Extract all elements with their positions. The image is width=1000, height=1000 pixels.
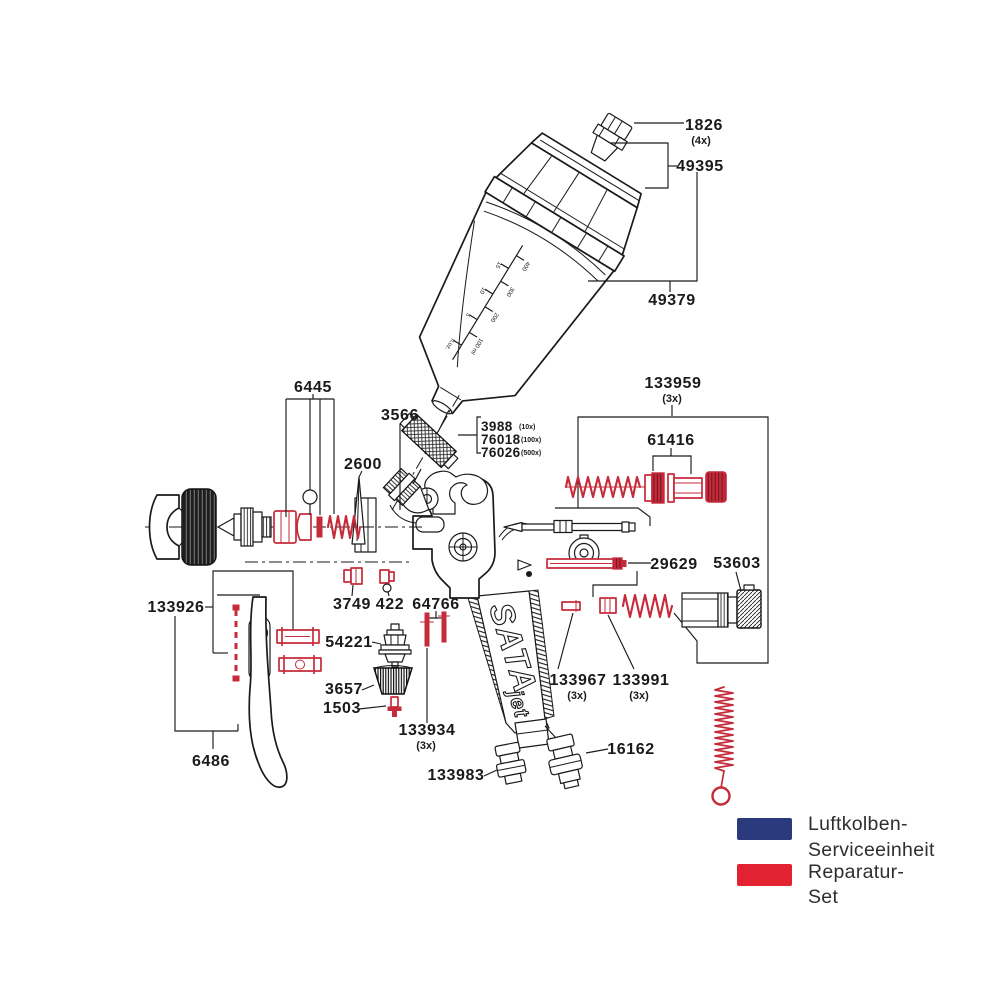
seal-ring xyxy=(302,489,318,505)
part-qty-76026: (500x) xyxy=(521,450,541,457)
scale-label: 10 xyxy=(478,286,487,295)
legend: Luftkolben- Serviceeinheit Reparatur- Se… xyxy=(737,813,935,908)
scale-label: 200 xyxy=(488,311,499,323)
part-qty-1826: (4x) xyxy=(691,135,711,147)
part-label-2600: 2600 xyxy=(344,456,382,473)
part-label-61416: 61416 xyxy=(647,432,695,449)
trigger xyxy=(248,596,288,788)
part-label-76026: 76026 xyxy=(481,445,521,460)
air-inlet-fitting xyxy=(546,733,583,790)
bearing-screw xyxy=(278,657,322,672)
part-qty-133991: (3x) xyxy=(629,690,649,702)
swivel-elbow xyxy=(382,467,430,524)
spring-pin xyxy=(387,696,402,717)
part-label-49395: 49395 xyxy=(676,158,724,175)
part-label-49379: 49379 xyxy=(648,292,696,309)
part-label-133991: 133991 xyxy=(613,672,670,689)
part-label-6486: 6486 xyxy=(192,753,230,770)
cup-lid xyxy=(484,132,642,273)
cup-labels: 1826 (4x) 49395 49379 xyxy=(588,117,724,309)
part-label-133926: 133926 xyxy=(148,599,205,616)
part-qty-3988: (10x) xyxy=(519,424,535,431)
scale-label: 300 xyxy=(504,286,515,298)
scale-label: 15 xyxy=(493,260,502,269)
label-61416-group: 61416 xyxy=(647,432,695,474)
part-label-29629: 29629 xyxy=(650,556,698,573)
part-label-53603: 53603 xyxy=(713,555,761,572)
air-connection-slot xyxy=(415,516,445,533)
scale-label: 5 xyxy=(464,311,471,318)
part-label-133983: 133983 xyxy=(428,767,485,784)
hose-fitting-small xyxy=(494,741,527,785)
part-label-3657: 3657 xyxy=(325,681,363,698)
label-133959-group: 133959 (3x) xyxy=(555,375,769,664)
filter-refill-labels: 3988 (10x) 76018 (100x) 76026 (500x) xyxy=(458,416,541,460)
paint-filter xyxy=(399,409,459,485)
cup-hook xyxy=(424,470,489,515)
legend-label-luftkolben-line2: Serviceeinheit xyxy=(808,839,935,861)
knurled-knob xyxy=(372,667,414,695)
part-label-3566: 3566 xyxy=(381,407,419,424)
air-piston-housing: 53603 xyxy=(681,555,762,629)
legend-label-luftkolben-line1: Luftkolben- xyxy=(808,813,908,835)
packing-screw xyxy=(378,623,412,672)
trigger-stud xyxy=(517,559,532,571)
paint-needle xyxy=(503,519,636,534)
legend-label-reparatur-line1: Reparatur- xyxy=(808,861,904,883)
scale-label: 400 xyxy=(520,260,531,272)
legend-swatch-reparatur xyxy=(737,864,792,886)
trigger-group: 6486 xyxy=(174,596,288,788)
air-piston-service-parts xyxy=(564,471,727,504)
scale-label: fl.oz. xyxy=(443,337,455,351)
part-qty-133934: (3x) xyxy=(416,740,436,752)
stud-dot xyxy=(526,571,532,577)
part-qty-76018: (100x) xyxy=(521,437,541,444)
legend-label-reparatur-line2: Set xyxy=(808,886,838,908)
part-label-76018: 76018 xyxy=(481,432,521,447)
part-label-133934: 133934 xyxy=(399,722,456,739)
part-label-64766: 64766 xyxy=(412,596,460,613)
cup-body: 400 300 200 100 ml 15 10 5 fl.oz. xyxy=(418,191,615,415)
part-label-6445: 6445 xyxy=(294,379,332,396)
part-qty-133967: (3x) xyxy=(567,690,587,702)
handle-outline xyxy=(476,590,550,734)
air-cap-ring xyxy=(181,488,217,566)
trigger-bearing-group: 133926 xyxy=(148,570,322,682)
paint-cup-assembly: 400 300 200 100 ml 15 10 5 fl.oz. xyxy=(418,112,642,415)
part-label-422: 422 xyxy=(376,596,405,613)
part-label-133967: 133967 xyxy=(550,672,607,689)
small-fittings-row: 3749 422 64766 xyxy=(245,561,460,647)
fluid-nozzle xyxy=(217,507,272,547)
part-label-3988: 3988 xyxy=(481,419,513,434)
part-qty-133959: (3x) xyxy=(662,393,682,405)
repair-set-row: 133967 (3x) 133991 (3x) xyxy=(550,593,674,702)
part-label-3749: 3749 xyxy=(333,596,371,613)
nozzle-seal-set xyxy=(273,510,362,544)
legend-swatch-luftkolben xyxy=(737,818,792,840)
air-cap xyxy=(148,494,187,560)
part-label-54221: 54221 xyxy=(325,634,373,651)
fluid-adjust-group: 54221 3657 1503 133934 (3x) xyxy=(323,623,456,752)
part-label-1503: 1503 xyxy=(323,700,361,717)
part-label-16162: 16162 xyxy=(607,741,655,758)
part-label-133959: 133959 xyxy=(645,375,702,392)
vent-cap xyxy=(590,112,633,162)
part-label-1826: 1826 xyxy=(685,117,723,134)
needle-29629-group: 29629 xyxy=(546,556,698,597)
brush-loop xyxy=(711,786,731,806)
cleaning-brush xyxy=(711,686,734,806)
label-6445-group: 6445 xyxy=(285,379,335,517)
